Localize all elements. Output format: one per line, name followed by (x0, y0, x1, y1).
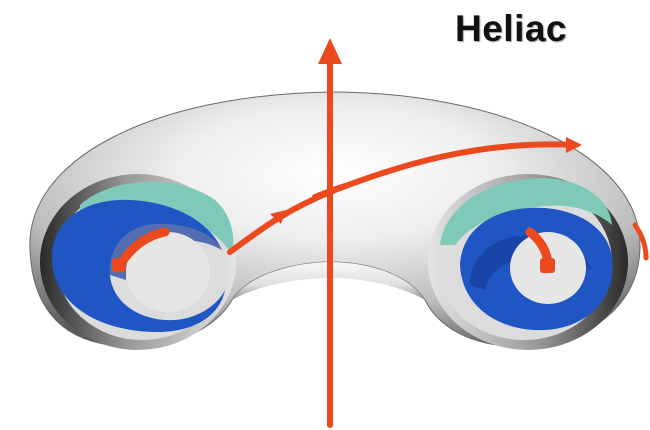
right-cross-section (428, 174, 628, 350)
up-arrow-icon (318, 38, 342, 64)
diagram-title: Heliac (455, 8, 567, 50)
left-cross-section (40, 174, 236, 350)
right-axis-end (540, 258, 555, 273)
left-axis-end (112, 258, 126, 272)
